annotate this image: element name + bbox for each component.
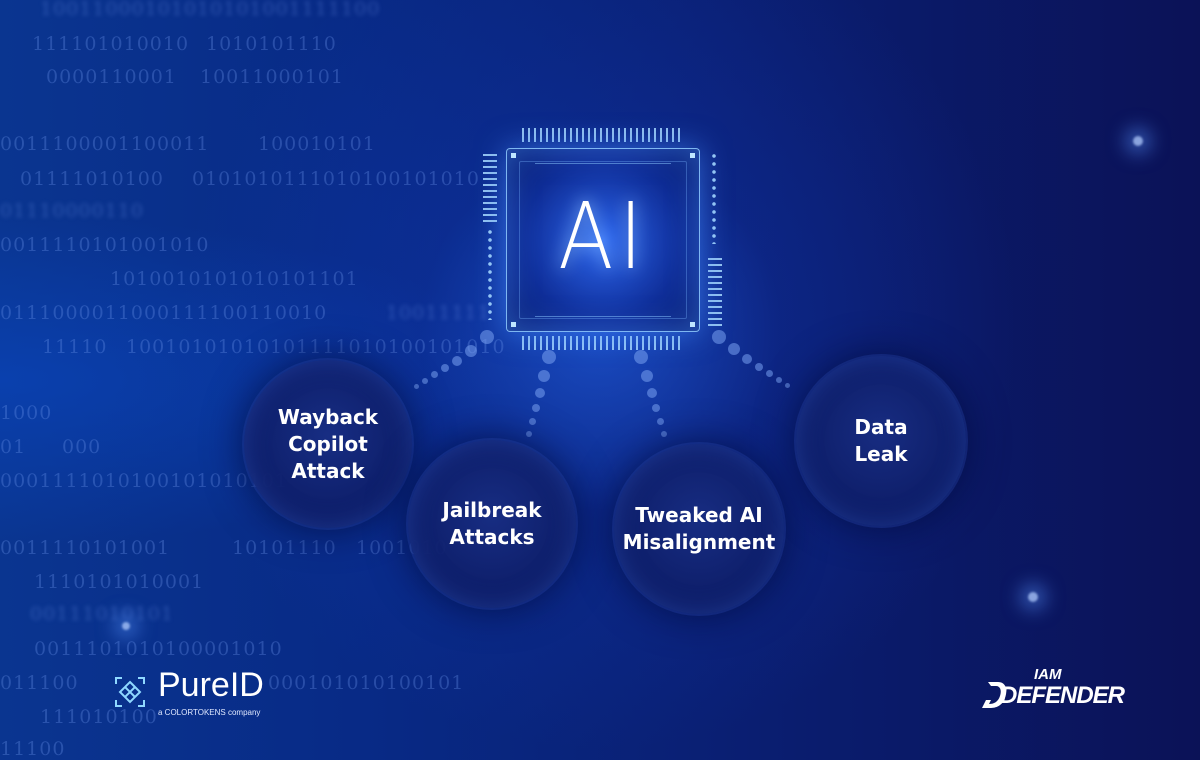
chip-corner: [690, 322, 695, 327]
binary-text: 01: [0, 436, 27, 458]
glow-sparkle: [1028, 592, 1038, 602]
binary-text: 10101110: [232, 537, 337, 559]
threat-label: Wayback Copilot Attack: [277, 404, 379, 483]
binary-text: 000101010100101: [268, 672, 465, 694]
defender-d-icon: [982, 682, 1007, 708]
glow-sparkle: [1133, 136, 1143, 146]
chip-pins-right: [708, 256, 722, 326]
threat-label: Data Leak: [854, 415, 908, 466]
chip-line: [535, 316, 671, 317]
threat-node-tweaked-ai: Tweaked AI Misalignment: [614, 444, 784, 614]
binary-text: 1010101110: [206, 33, 337, 55]
chip-pins-left: [483, 152, 497, 222]
binary-text: 11110: [42, 336, 108, 358]
binary-text: 100010101: [258, 133, 376, 155]
iam-defender-logo: IAM DEFENDER: [982, 666, 1125, 718]
chip-pins-bottom: [522, 336, 682, 350]
glow-sparkle: [122, 622, 130, 630]
chip-dots-left: [488, 228, 492, 320]
binary-text: 1010010101010101101: [110, 268, 359, 290]
binary-text: 0011101010100001010: [34, 638, 283, 660]
binary-text: 011100: [0, 672, 79, 694]
binary-text: 00111010101: [30, 603, 174, 625]
chip-pins-top: [522, 128, 682, 142]
binary-text: 0000110001: [46, 66, 177, 88]
binary-text: 0001111010100101010101: [0, 470, 288, 492]
binary-text: 1110101010001: [34, 571, 205, 593]
binary-text: 0101010111010100101010: [192, 168, 480, 190]
binary-text: 0011100001100011: [0, 133, 210, 155]
pureid-logo: PureID a COLORTOKENS company: [110, 666, 300, 722]
pureid-tagline: a COLORTOKENS company: [158, 708, 261, 717]
iam-text: IAM: [1034, 666, 1062, 683]
chip-label: AI: [558, 183, 648, 290]
pureid-wordmark: PureID: [158, 666, 264, 704]
chip-corner: [690, 153, 695, 158]
binary-text: 01111010100: [20, 168, 164, 190]
binary-text: 111010100: [40, 706, 158, 728]
binary-text: 10010101010101111010100101010: [126, 336, 506, 358]
chip-dots-right: [712, 152, 716, 244]
binary-text: 0111000011000111100110010: [0, 302, 328, 324]
binary-text: 0011110101001: [0, 537, 171, 559]
threat-label: Tweaked AI Misalignment: [622, 503, 776, 554]
chip-inner-border: [519, 161, 687, 319]
chip-line: [535, 163, 671, 164]
binary-text: 1000: [0, 402, 53, 424]
binary-text: 000: [62, 436, 102, 458]
chip-corner: [511, 322, 516, 327]
binary-text: 10011000101: [200, 66, 344, 88]
ai-chip: AI: [506, 148, 700, 332]
threat-node-jailbreak: Jailbreak Attacks: [408, 440, 576, 608]
binary-text: 10011111: [386, 302, 491, 324]
pureid-logo-icon: [115, 677, 145, 707]
threat-node-wayback-copilot: Wayback Copilot Attack: [244, 360, 412, 528]
binary-text: 01110000110: [0, 200, 144, 222]
defender-text: DEFENDER: [1000, 682, 1125, 709]
binary-text: 111101010010: [32, 33, 190, 55]
threat-label: Jailbreak Attacks: [442, 498, 542, 549]
binary-text: 10011000101010101001111100: [40, 0, 381, 20]
binary-text: 0011110101001010: [0, 234, 210, 256]
chip-corner: [511, 153, 516, 158]
threat-node-data-leak: Data Leak: [796, 356, 966, 526]
binary-text: 11100: [0, 738, 66, 760]
